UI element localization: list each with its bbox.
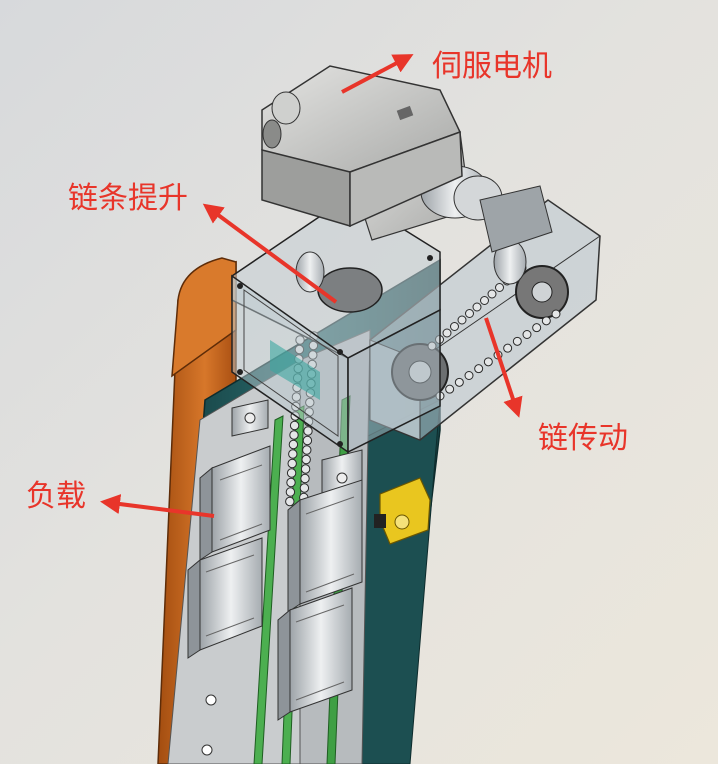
chain-link — [541, 316, 551, 326]
chain-link — [495, 283, 504, 292]
chain-link — [287, 458, 297, 469]
chain-link — [288, 439, 299, 450]
chain-link — [303, 426, 313, 436]
bearing-block-left-1 — [199, 399, 271, 561]
chain-link — [288, 449, 298, 459]
chain-link — [285, 487, 296, 497]
chain-link — [551, 309, 561, 319]
chain-link — [503, 343, 513, 353]
arrow-servo-motor — [341, 54, 414, 94]
chain-link — [289, 420, 300, 431]
arrow-chain-lift — [202, 203, 338, 304]
lift-gearbox-housing — [231, 195, 441, 454]
yellow-sensor — [374, 477, 431, 545]
bearing-block-left-2 — [187, 537, 263, 659]
chain-link — [512, 336, 522, 346]
chain-link — [522, 330, 532, 339]
chain-link — [289, 430, 299, 440]
label-chain-drive: 链传动 — [538, 421, 628, 456]
chain-link — [480, 296, 489, 305]
chain-link — [302, 435, 313, 446]
chain-link — [300, 473, 310, 484]
chain-link — [301, 454, 311, 465]
chain-link — [454, 377, 464, 387]
chain-link — [474, 364, 484, 374]
chain-link — [286, 477, 296, 488]
chain-link — [450, 322, 459, 331]
chain-link — [302, 445, 312, 455]
chain-link — [285, 496, 295, 507]
chain-link — [300, 464, 311, 474]
chain-link — [457, 315, 467, 325]
chain-link — [442, 328, 452, 338]
chain-link — [299, 483, 310, 493]
chain-link — [445, 384, 455, 394]
bearing-block-right-1 — [287, 449, 363, 613]
bearing-block-right-2 — [277, 587, 353, 721]
arrow-chain-drive — [484, 317, 523, 418]
label-chain-lift: 链条提升 — [68, 181, 188, 216]
chain-link — [532, 323, 542, 333]
chain-link — [487, 289, 497, 299]
arrow-load — [100, 494, 215, 518]
servo-motor — [261, 65, 463, 228]
chain-link — [464, 371, 474, 380]
label-servo-motor: 伺服电机 — [432, 49, 552, 84]
chain-link — [472, 302, 482, 312]
label-load: 负载 — [26, 479, 86, 514]
chain-link — [465, 309, 474, 318]
chain-link — [483, 357, 493, 367]
chain-link — [286, 468, 297, 478]
